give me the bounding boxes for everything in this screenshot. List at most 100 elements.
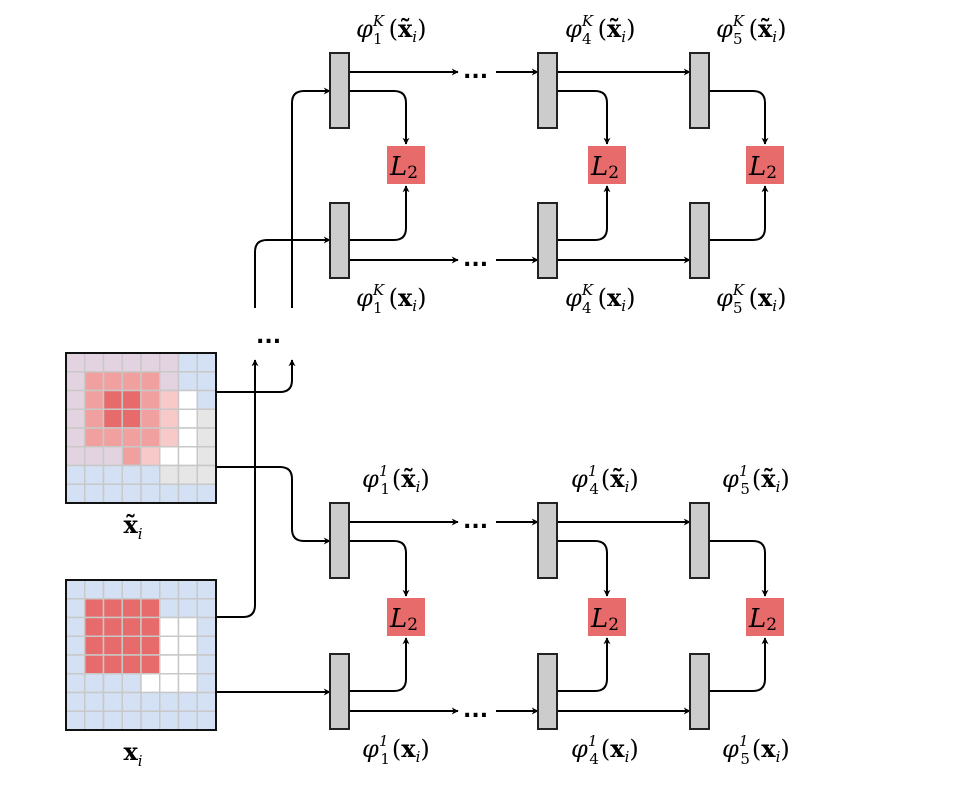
grid-cell: [196, 371, 217, 392]
grid-cell: [102, 673, 123, 694]
grid-cell: [140, 598, 161, 619]
arrow-to-l2: [709, 540, 769, 597]
grid-cell: [65, 710, 86, 731]
grid-cell: [159, 446, 180, 467]
grid-cell: [159, 389, 180, 410]
grid-cell: [140, 464, 161, 485]
grid-cell: [196, 408, 217, 429]
l2-loss-box: [588, 598, 626, 636]
grid-cell: [140, 352, 161, 373]
grid-cell: [65, 352, 86, 373]
grid-cell: [196, 446, 217, 467]
grid-cell: [121, 673, 142, 694]
feature-block-tilde-g1-l5: [689, 502, 710, 579]
arrow-to-l2: [557, 185, 611, 241]
grid-cell: [159, 579, 180, 600]
grid-cell: [102, 691, 123, 712]
input-arrow-tilde-to-g1: [216, 466, 331, 545]
grid-cell: [102, 446, 123, 467]
input-arrow-x-to-dots: [216, 359, 259, 618]
feature-block-orig-gK-l1: [329, 202, 350, 279]
grid-cell: [159, 427, 180, 448]
grid-cell: [177, 616, 198, 637]
grid-cell: [102, 483, 123, 504]
grid-cell: [177, 579, 198, 600]
arrow-to-l2: [349, 540, 410, 597]
grid-border: [65, 579, 217, 731]
grid-cell: [159, 616, 180, 637]
grid-cell: [196, 464, 217, 485]
grid-cell: [177, 352, 198, 373]
grid-cell: [65, 691, 86, 712]
grid-cell: [140, 389, 161, 410]
grid-cell: [196, 352, 217, 373]
grid-cell: [140, 710, 161, 731]
grid-cell: [65, 408, 86, 429]
grid-cell: [65, 446, 86, 467]
grid-cell: [102, 352, 123, 373]
grid-cell: [102, 464, 123, 485]
grid-cell: [65, 654, 86, 675]
l2-loss-box: [387, 598, 425, 636]
grid-cell: [102, 598, 123, 619]
arrow-to-l2: [349, 637, 410, 692]
grid-cell: [177, 389, 198, 410]
feature-block-tilde-g1-l4: [537, 502, 558, 579]
grid-cell: [159, 635, 180, 656]
grid-cell: [121, 654, 142, 675]
grid-cell: [140, 371, 161, 392]
input-image-x_tilde: [65, 352, 217, 504]
grid-cell: [121, 408, 142, 429]
grid-cell: [196, 598, 217, 619]
grid-cell: [84, 673, 105, 694]
input-arrow-to-gK-tilde: [291, 87, 331, 308]
grid-cell: [121, 389, 142, 410]
grid-cell: [177, 483, 198, 504]
grid-cell: [177, 673, 198, 694]
ellipsis: ...: [463, 698, 488, 723]
grid-cell: [159, 673, 180, 694]
grid-cell: [65, 371, 86, 392]
grid-cell: [121, 446, 142, 467]
feature-block-orig-gK-l4: [537, 202, 558, 279]
grid-cell: [177, 427, 198, 448]
grid-cell: [84, 464, 105, 485]
grid-cell: [102, 371, 123, 392]
grid-cell: [140, 691, 161, 712]
l2-loss-box: [588, 146, 626, 184]
grid-cell: [177, 598, 198, 619]
grid-cell: [65, 483, 86, 504]
feature-block-tilde-g1-l1: [329, 502, 350, 579]
feature-block-tilde-gK-l1: [329, 52, 350, 129]
grid-cell: [65, 427, 86, 448]
feature-blocks: [329, 52, 784, 730]
grid-cell: [121, 598, 142, 619]
grid-cell: [196, 710, 217, 731]
grid-cell: [121, 691, 142, 712]
grid-border: [65, 352, 217, 504]
grid-cell: [140, 483, 161, 504]
grid-cell: [140, 446, 161, 467]
grid-cell: [84, 654, 105, 675]
grid-cell: [159, 408, 180, 429]
l2-loss-box: [746, 598, 784, 636]
grid-cell: [177, 464, 198, 485]
grid-cell: [196, 654, 217, 675]
grid-cell: [121, 579, 142, 600]
depth-ellipsis: ...: [256, 324, 281, 349]
grid-cell: [121, 710, 142, 731]
feature-block-orig-g1-l5: [689, 653, 710, 730]
grid-cell: [121, 483, 142, 504]
grid-cell: [102, 427, 123, 448]
arrow-to-l2: [557, 90, 611, 145]
feature-block-orig-g1-l1: [329, 653, 350, 730]
grid-cell: [196, 579, 217, 600]
grid-cell: [84, 710, 105, 731]
grid-cell: [159, 352, 180, 373]
ellipsis: ...: [463, 247, 488, 272]
grid-cell: [65, 598, 86, 619]
